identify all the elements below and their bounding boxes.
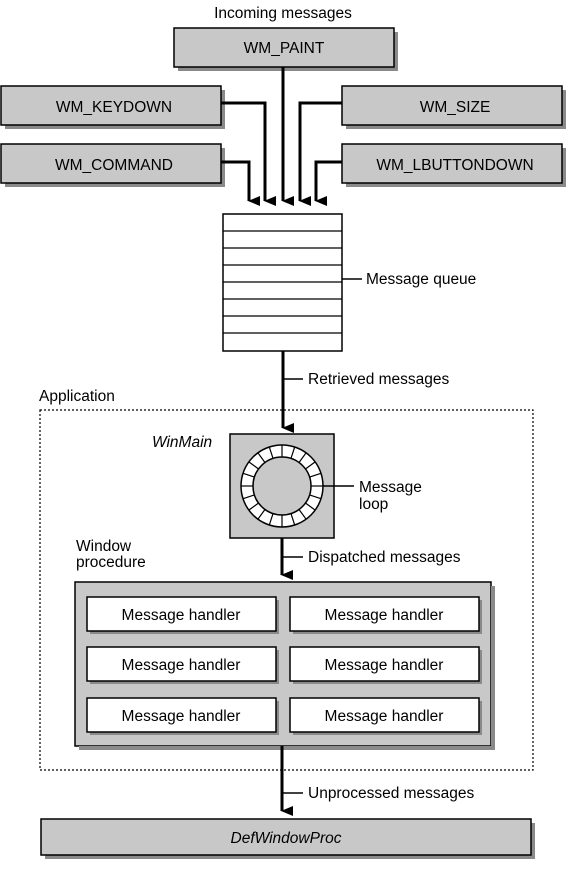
loop-segment-divider (268, 513, 274, 526)
loop-segment-divider (257, 509, 266, 520)
winmain-box (229, 433, 335, 539)
handler-2-label: Message handler (325, 607, 444, 624)
retrieved-messages-label: Retrieved messages (308, 371, 450, 388)
handler-1-label: Message handler (122, 607, 241, 624)
size-arrow (298, 101, 342, 206)
keydown-arrow (221, 101, 276, 206)
loop-segment-divider (290, 513, 296, 526)
handler-6: Message handler (289, 697, 482, 735)
defwindowproc-label: DefWindowProc (231, 830, 342, 847)
message-queue (222, 213, 343, 352)
loop-segment-divider (248, 502, 259, 511)
window-procedure-label-line1: Window (76, 538, 132, 555)
handler-2: Message handler (289, 596, 482, 634)
lbuttondown-arrow (314, 160, 342, 206)
window-procedure-shadow-right (491, 586, 495, 750)
application-label: Application (39, 388, 115, 405)
incoming-messages-label: Incoming messages (214, 5, 352, 22)
application-boundary (39, 409, 534, 771)
unprocessed-messages-label: Unprocessed messages (308, 785, 475, 802)
loop-segment-divider (242, 494, 255, 500)
wm-paint-box: WM_PAINT (173, 27, 398, 71)
winmain-label: WinMain (152, 434, 212, 451)
loop-segment-divider (309, 472, 322, 478)
handler-5-label: Message handler (122, 708, 241, 725)
handler-1: Message handler (86, 596, 279, 634)
wm-command-box: WM_COMMAND (0, 143, 225, 187)
loop-segment-divider (305, 461, 316, 470)
handler-4: Message handler (289, 646, 482, 684)
wm-size-box: WM_SIZE (341, 85, 566, 129)
wm-keydown-box: WM_KEYDOWN (0, 85, 225, 129)
handler-4-label: Message handler (325, 657, 444, 674)
message-loop-label-line1: Message (359, 479, 422, 496)
wm-lbuttondown-box: WM_LBUTTONDOWN (341, 143, 566, 187)
window-procedure-shadow-bottom (79, 746, 495, 750)
wm-command-label: WM_COMMAND (55, 157, 173, 174)
wm-keydown-label: WM_KEYDOWN (56, 99, 172, 116)
incoming-arrows (221, 67, 342, 206)
wm-paint-label: WM_PAINT (244, 40, 325, 57)
command-arrow (221, 160, 260, 206)
loop-segment-divider (298, 452, 307, 463)
dispatched-messages-label: Dispatched messages (308, 549, 461, 566)
message-loop-label-line2: loop (359, 496, 388, 513)
loop-segment-divider (257, 452, 266, 463)
handler-3-label: Message handler (122, 657, 241, 674)
window-procedure-label-line2: procedure (76, 554, 146, 571)
defwindowproc-box: DefWindowProc (40, 818, 535, 859)
handler-3: Message handler (86, 646, 279, 684)
wm-lbuttondown-label: WM_LBUTTONDOWN (376, 157, 533, 174)
message-queue-label: Message queue (366, 271, 476, 288)
handler-5: Message handler (86, 697, 279, 735)
loop-segment-divider (248, 461, 259, 470)
loop-segment-divider (309, 494, 322, 500)
message-loop-ring (241, 445, 323, 527)
loop-segment-divider (268, 446, 274, 459)
handler-6-label: Message handler (325, 708, 444, 725)
loop-segment-divider (290, 446, 296, 459)
loop-segment-divider (305, 502, 316, 511)
wm-size-label: WM_SIZE (420, 99, 491, 116)
loop-segment-divider (298, 509, 307, 520)
loop-segment-divider (242, 472, 255, 478)
